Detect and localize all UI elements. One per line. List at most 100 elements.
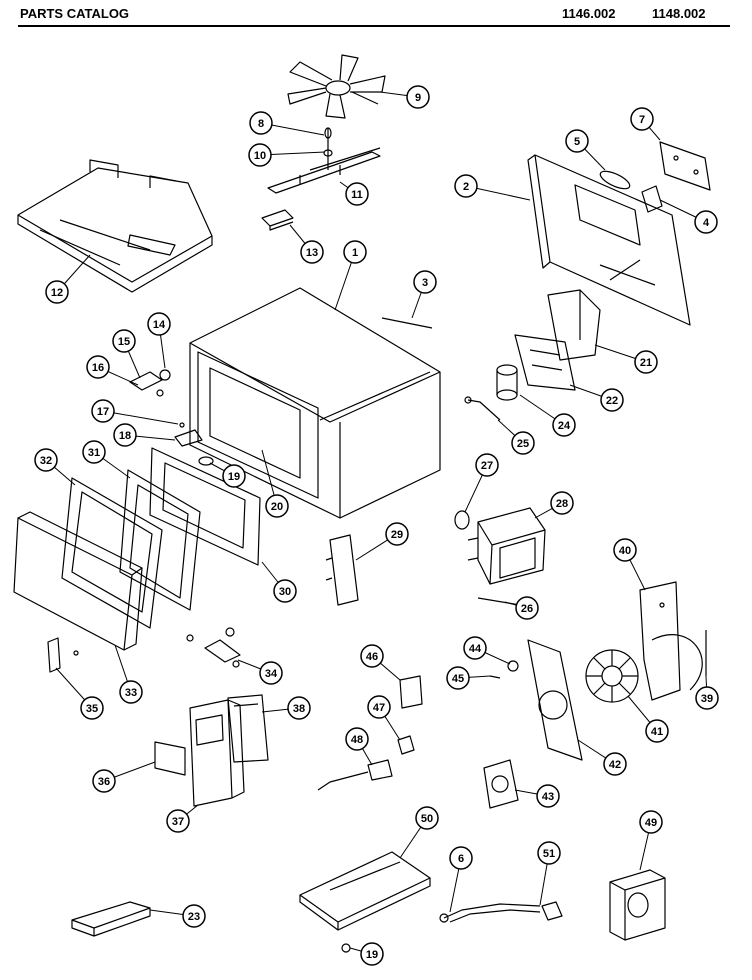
callout-c36: 36 [92, 761, 156, 793]
callout-c34: 34 [237, 659, 283, 685]
callout-number: 33 [125, 687, 137, 699]
model-number-1: 1146.002 [562, 6, 616, 21]
callout-circle [454, 174, 478, 198]
callout-circle [634, 350, 658, 374]
callout-number: 44 [469, 643, 482, 655]
diode [464, 396, 501, 421]
terminal-block [399, 675, 423, 709]
callout-number: 38 [293, 703, 305, 715]
callout-number: 35 [86, 703, 98, 715]
callout-c31: 31 [82, 440, 131, 479]
callout-c8: 8 [249, 111, 325, 136]
callout-circle [515, 596, 539, 620]
callout-number: 25 [517, 438, 529, 450]
callout-number: 15 [118, 336, 130, 348]
terminal-switch [641, 185, 663, 213]
callout-circle [86, 355, 110, 379]
control-board [227, 694, 269, 763]
callout-circle [385, 522, 409, 546]
callout-c28: 28 [534, 491, 574, 519]
callout-number: 16 [92, 362, 104, 374]
callout-circle [273, 579, 297, 603]
callout-c18: 18 [113, 423, 176, 447]
callout-number: 21 [640, 357, 652, 369]
callout-number: 30 [279, 586, 291, 598]
callout-circle [91, 399, 115, 423]
callout-c27: 27 [464, 453, 499, 513]
callout-circle [119, 680, 143, 704]
callout-circle [550, 491, 574, 515]
leader-line [102, 410, 179, 425]
callout-number: 6 [458, 853, 464, 865]
callout-c19a: 19 [209, 462, 246, 488]
callout-number: 23 [188, 911, 200, 923]
callout-number: 20 [271, 501, 283, 513]
callout-c25: 25 [497, 419, 535, 455]
callout-c49: 49 [639, 810, 663, 871]
callout-circle [413, 270, 437, 294]
callout-number: 19 [228, 471, 240, 483]
callout-circle [406, 85, 430, 109]
callout-number: 48 [351, 734, 363, 746]
callout-c47: 47 [367, 695, 401, 741]
callout-number: 37 [172, 816, 184, 828]
callout-circle [630, 107, 654, 131]
callout-circle [82, 440, 106, 464]
callout-number: 28 [556, 498, 568, 510]
callout-circle [345, 727, 369, 751]
callout-c43: 43 [514, 784, 560, 808]
callout-circle [147, 312, 171, 336]
callout-circle [45, 280, 69, 304]
callout-circle [600, 388, 624, 412]
callout-circle [360, 942, 384, 966]
callout-circle [166, 809, 190, 833]
callout-number: 8 [258, 118, 264, 130]
callout-circle [552, 413, 576, 437]
small-bracket [261, 209, 294, 231]
callout-c29: 29 [355, 522, 409, 561]
callout-c46: 46 [360, 644, 401, 681]
callout-number: 47 [373, 702, 385, 714]
door-latch [47, 637, 79, 673]
callout-c16: 16 [86, 355, 139, 386]
callout-number: 4 [703, 217, 710, 229]
callout-number: 32 [40, 455, 52, 467]
callout-number: 22 [606, 395, 618, 407]
fan-hub-screw [489, 660, 519, 679]
transformer [609, 869, 666, 941]
callout-number: 14 [153, 319, 166, 331]
callout-number: 12 [51, 287, 63, 299]
callout-circle [343, 240, 367, 264]
callout-number: 13 [306, 247, 318, 259]
callout-c14: 14 [147, 312, 171, 369]
cooling-fan-blade [585, 649, 639, 703]
callout-c17: 17 [91, 399, 179, 425]
callout-c12: 12 [45, 254, 91, 304]
callout-number: 2 [463, 181, 469, 193]
callout-c38: 38 [261, 696, 311, 720]
callout-circle [565, 129, 589, 153]
callout-c10: 10 [248, 143, 326, 167]
callout-circle [536, 784, 560, 808]
callout-c3: 3 [411, 270, 437, 319]
callout-circle [80, 696, 104, 720]
callout-number: 3 [422, 277, 428, 289]
callout-circle [287, 696, 311, 720]
callout-number: 51 [543, 848, 555, 860]
callout-c5: 5 [565, 129, 606, 171]
callout-number: 41 [651, 726, 663, 738]
callout-circle [639, 810, 663, 834]
callout-number: 36 [98, 776, 110, 788]
callout-circle [695, 686, 719, 710]
callout-c13: 13 [289, 224, 324, 264]
callout-c30: 30 [261, 561, 297, 603]
motor-bracket [527, 639, 583, 761]
callout-c45: 45 [446, 666, 491, 690]
bottom-plate [299, 851, 431, 931]
door-choke [119, 469, 201, 611]
chassis-base-plate [17, 159, 213, 293]
callout-circle [259, 661, 283, 685]
callout-circle [694, 210, 718, 234]
callout-number: 50 [421, 813, 433, 825]
